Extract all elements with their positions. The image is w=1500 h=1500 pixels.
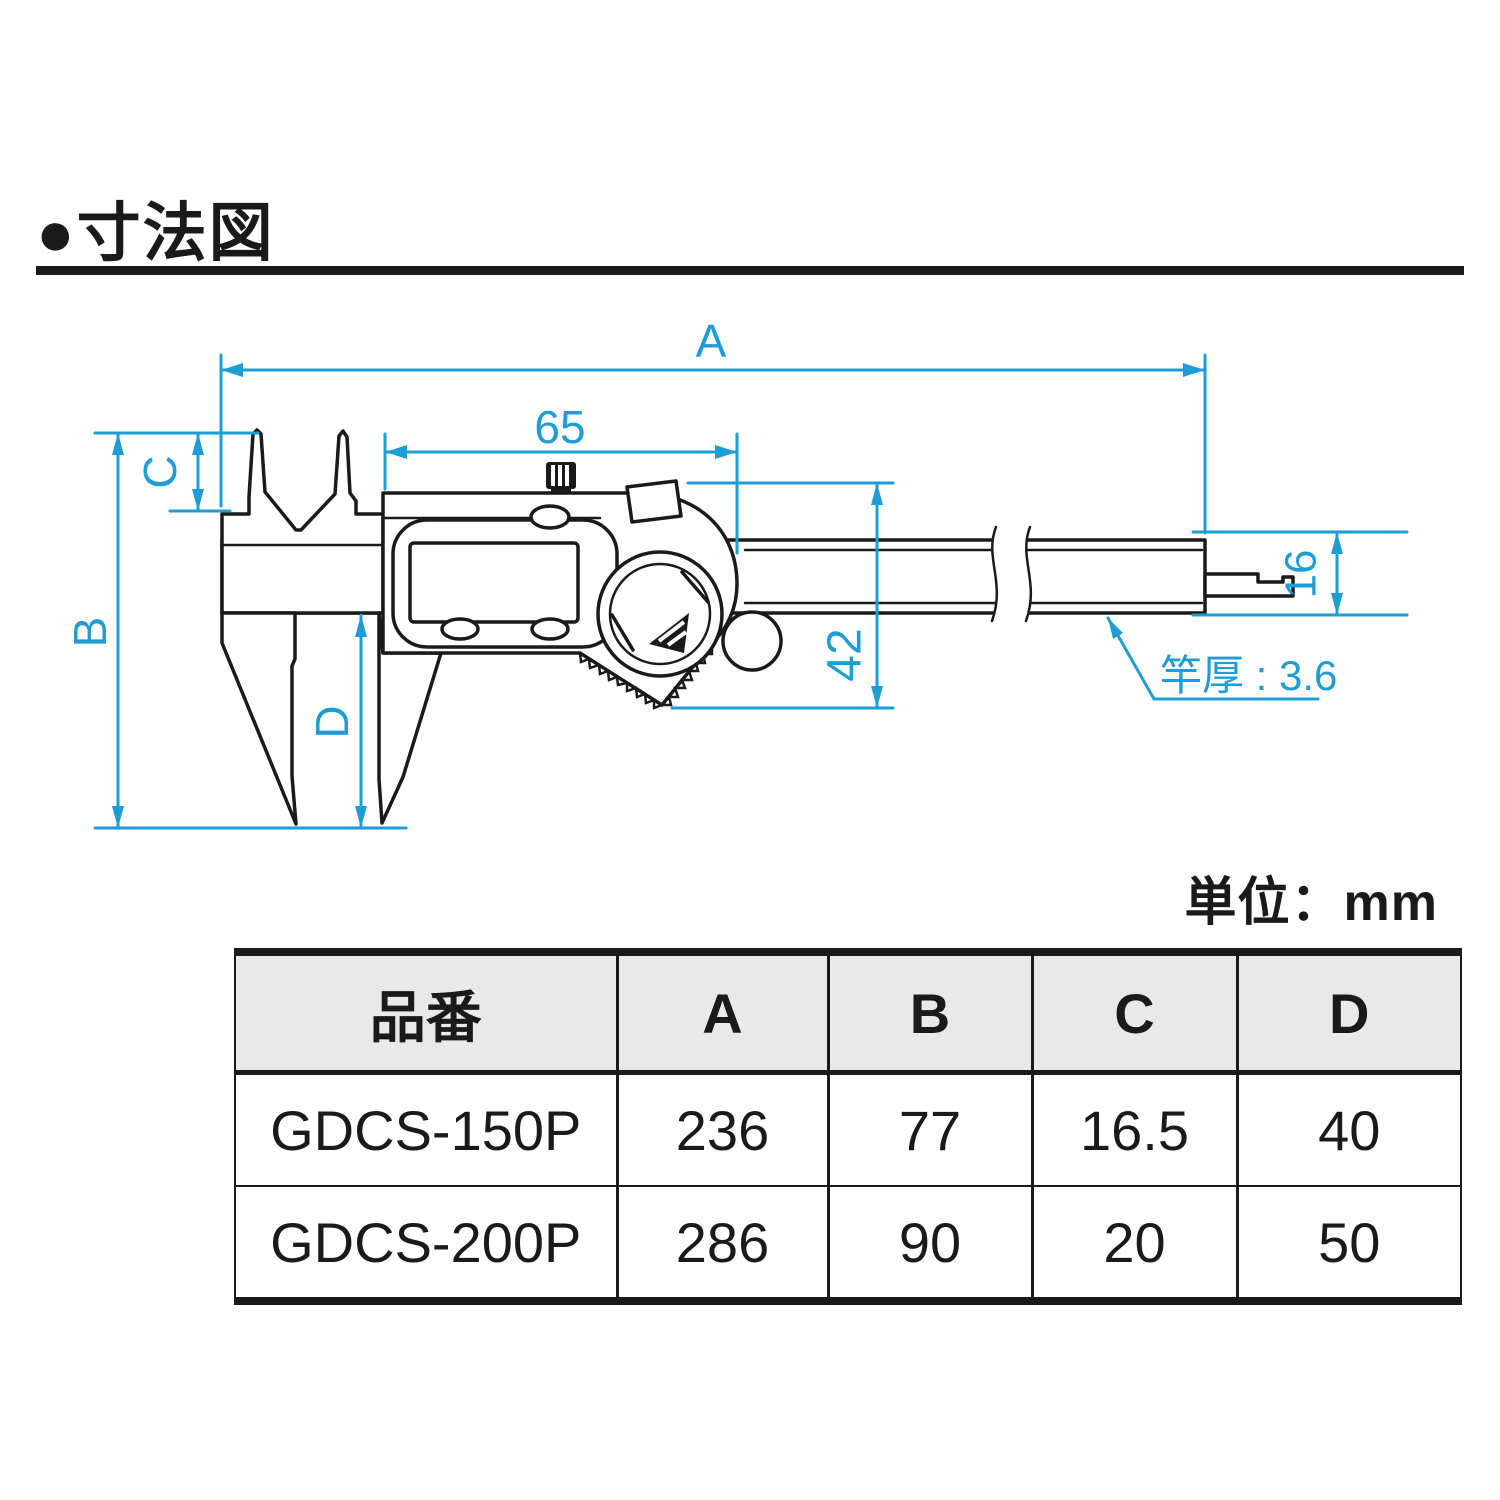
- value-cell-d: 40: [1235, 1072, 1462, 1186]
- title-underline: [36, 266, 1464, 275]
- value-cell-b: 90: [826, 1185, 1034, 1301]
- caliper-depth-rod: [1203, 572, 1295, 598]
- beam-break-symbol: [990, 525, 999, 623]
- table-header-row: 品番 A B C D: [234, 952, 1462, 1075]
- thumb-roller-inner: [608, 562, 712, 666]
- battery-cover: [625, 479, 683, 524]
- dim-label-65: 65: [534, 401, 585, 453]
- caliper-button: [721, 610, 783, 672]
- caliper-head-and-upper-jaws: [220, 428, 385, 615]
- dimension-spec-table: 品番 A B C D GDCS-150P 236 77 16.5 40 GDCS…: [234, 948, 1462, 1305]
- thumb-roller-outer: [596, 550, 724, 678]
- col-header-c: C: [1030, 952, 1239, 1075]
- fixed-lower-jaw: [220, 611, 298, 826]
- col-header-a: A: [615, 952, 830, 1075]
- dim-label-C: C: [134, 455, 186, 488]
- oval-button-top: [529, 504, 571, 530]
- value-cell-c: 16.5: [1030, 1072, 1239, 1186]
- value-cell-d: 50: [1235, 1185, 1462, 1301]
- model-cell: GDCS-150P: [234, 1072, 619, 1186]
- col-header-d: D: [1235, 952, 1462, 1075]
- oval-button-bottom-right: [530, 617, 570, 641]
- rod-leader-line: [1106, 616, 1320, 701]
- page-title: ●寸法図: [36, 197, 275, 269]
- caliper-drawing: [220, 428, 1295, 826]
- value-cell-b: 77: [826, 1072, 1034, 1186]
- dim-label-16: 16: [1277, 550, 1326, 599]
- model-cell: GDCS-200P: [234, 1185, 619, 1301]
- value-cell-c: 20: [1030, 1185, 1239, 1301]
- table-row: GDCS-150P 236 77 16.5 40: [234, 1072, 1462, 1186]
- dim-label-D: D: [306, 705, 358, 738]
- lcd-screen: [408, 541, 580, 624]
- value-cell-a: 286: [615, 1185, 830, 1301]
- col-header-model: 品番: [234, 952, 619, 1075]
- dim-label-B: B: [64, 617, 116, 648]
- table-row: GDCS-200P 286 90 20 50: [234, 1185, 1462, 1301]
- rod-thickness-label: 竿厚 : 3.6: [1160, 652, 1337, 699]
- grip-serration: [578, 641, 714, 710]
- dim-label-A: A: [696, 315, 727, 367]
- oval-button-bottom-left: [440, 617, 480, 641]
- dim-label-42: 42: [819, 628, 872, 681]
- value-cell-a: 236: [615, 1072, 830, 1186]
- units-note: 単位：mm: [1184, 874, 1438, 932]
- col-header-b: B: [826, 952, 1034, 1075]
- dimension-annotations: A 65 B C D 42 16 竿厚 : 3.6: [64, 315, 1409, 830]
